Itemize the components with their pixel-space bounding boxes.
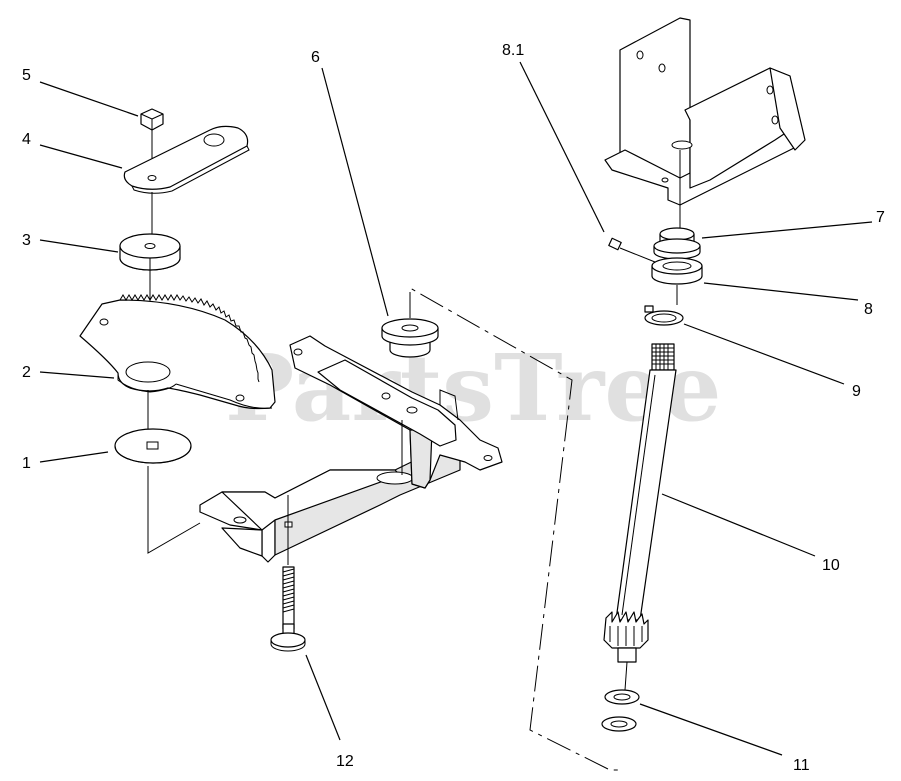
part-8-1-set-screw [608, 237, 656, 263]
axis-line-right-lower [624, 661, 628, 691]
callout-8-1: 8.1 [502, 42, 524, 59]
reference-dash-line [409, 287, 620, 771]
callout-7: 7 [876, 209, 885, 226]
callout-12: 12 [336, 753, 354, 770]
callout-10: 10 [822, 557, 840, 574]
leader-1 [39, 451, 109, 463]
leader-3 [39, 239, 119, 253]
part-8-collar [651, 257, 703, 285]
leader-10 [661, 493, 816, 557]
part-1-washer [114, 428, 192, 464]
callout-11: 11 [793, 757, 810, 774]
part-9-clip-ring [644, 305, 684, 326]
part-7-flange-bushing [653, 227, 701, 260]
part-6-bushing [381, 318, 439, 358]
part-11-washers [601, 689, 640, 732]
leader-9 [683, 323, 845, 385]
callout-5: 5 [22, 67, 31, 84]
leader-8 [703, 282, 859, 301]
part-4-plate [123, 125, 250, 194]
leader-8-1 [519, 61, 605, 233]
part-12-bolt [270, 566, 306, 652]
callout-4: 4 [22, 131, 31, 148]
part-2-sector-gear [79, 294, 276, 410]
part-5-nut [140, 108, 164, 131]
callout-8: 8 [864, 301, 873, 318]
part-upper-frame [604, 17, 806, 228]
leader-2 [39, 371, 115, 379]
callout-1: 1 [22, 455, 31, 472]
leader-7 [701, 221, 873, 239]
callout-2: 2 [22, 364, 31, 381]
bracket-leader-left [147, 466, 201, 554]
leader-4 [39, 144, 123, 169]
callout-9: 9 [852, 383, 861, 400]
leader-11 [639, 703, 783, 756]
callout-6: 6 [311, 49, 320, 66]
leader-6 [321, 67, 389, 317]
leader-12 [305, 654, 341, 741]
callout-3: 3 [22, 232, 31, 249]
leader-5 [39, 81, 139, 117]
part-10-shaft [603, 343, 677, 663]
